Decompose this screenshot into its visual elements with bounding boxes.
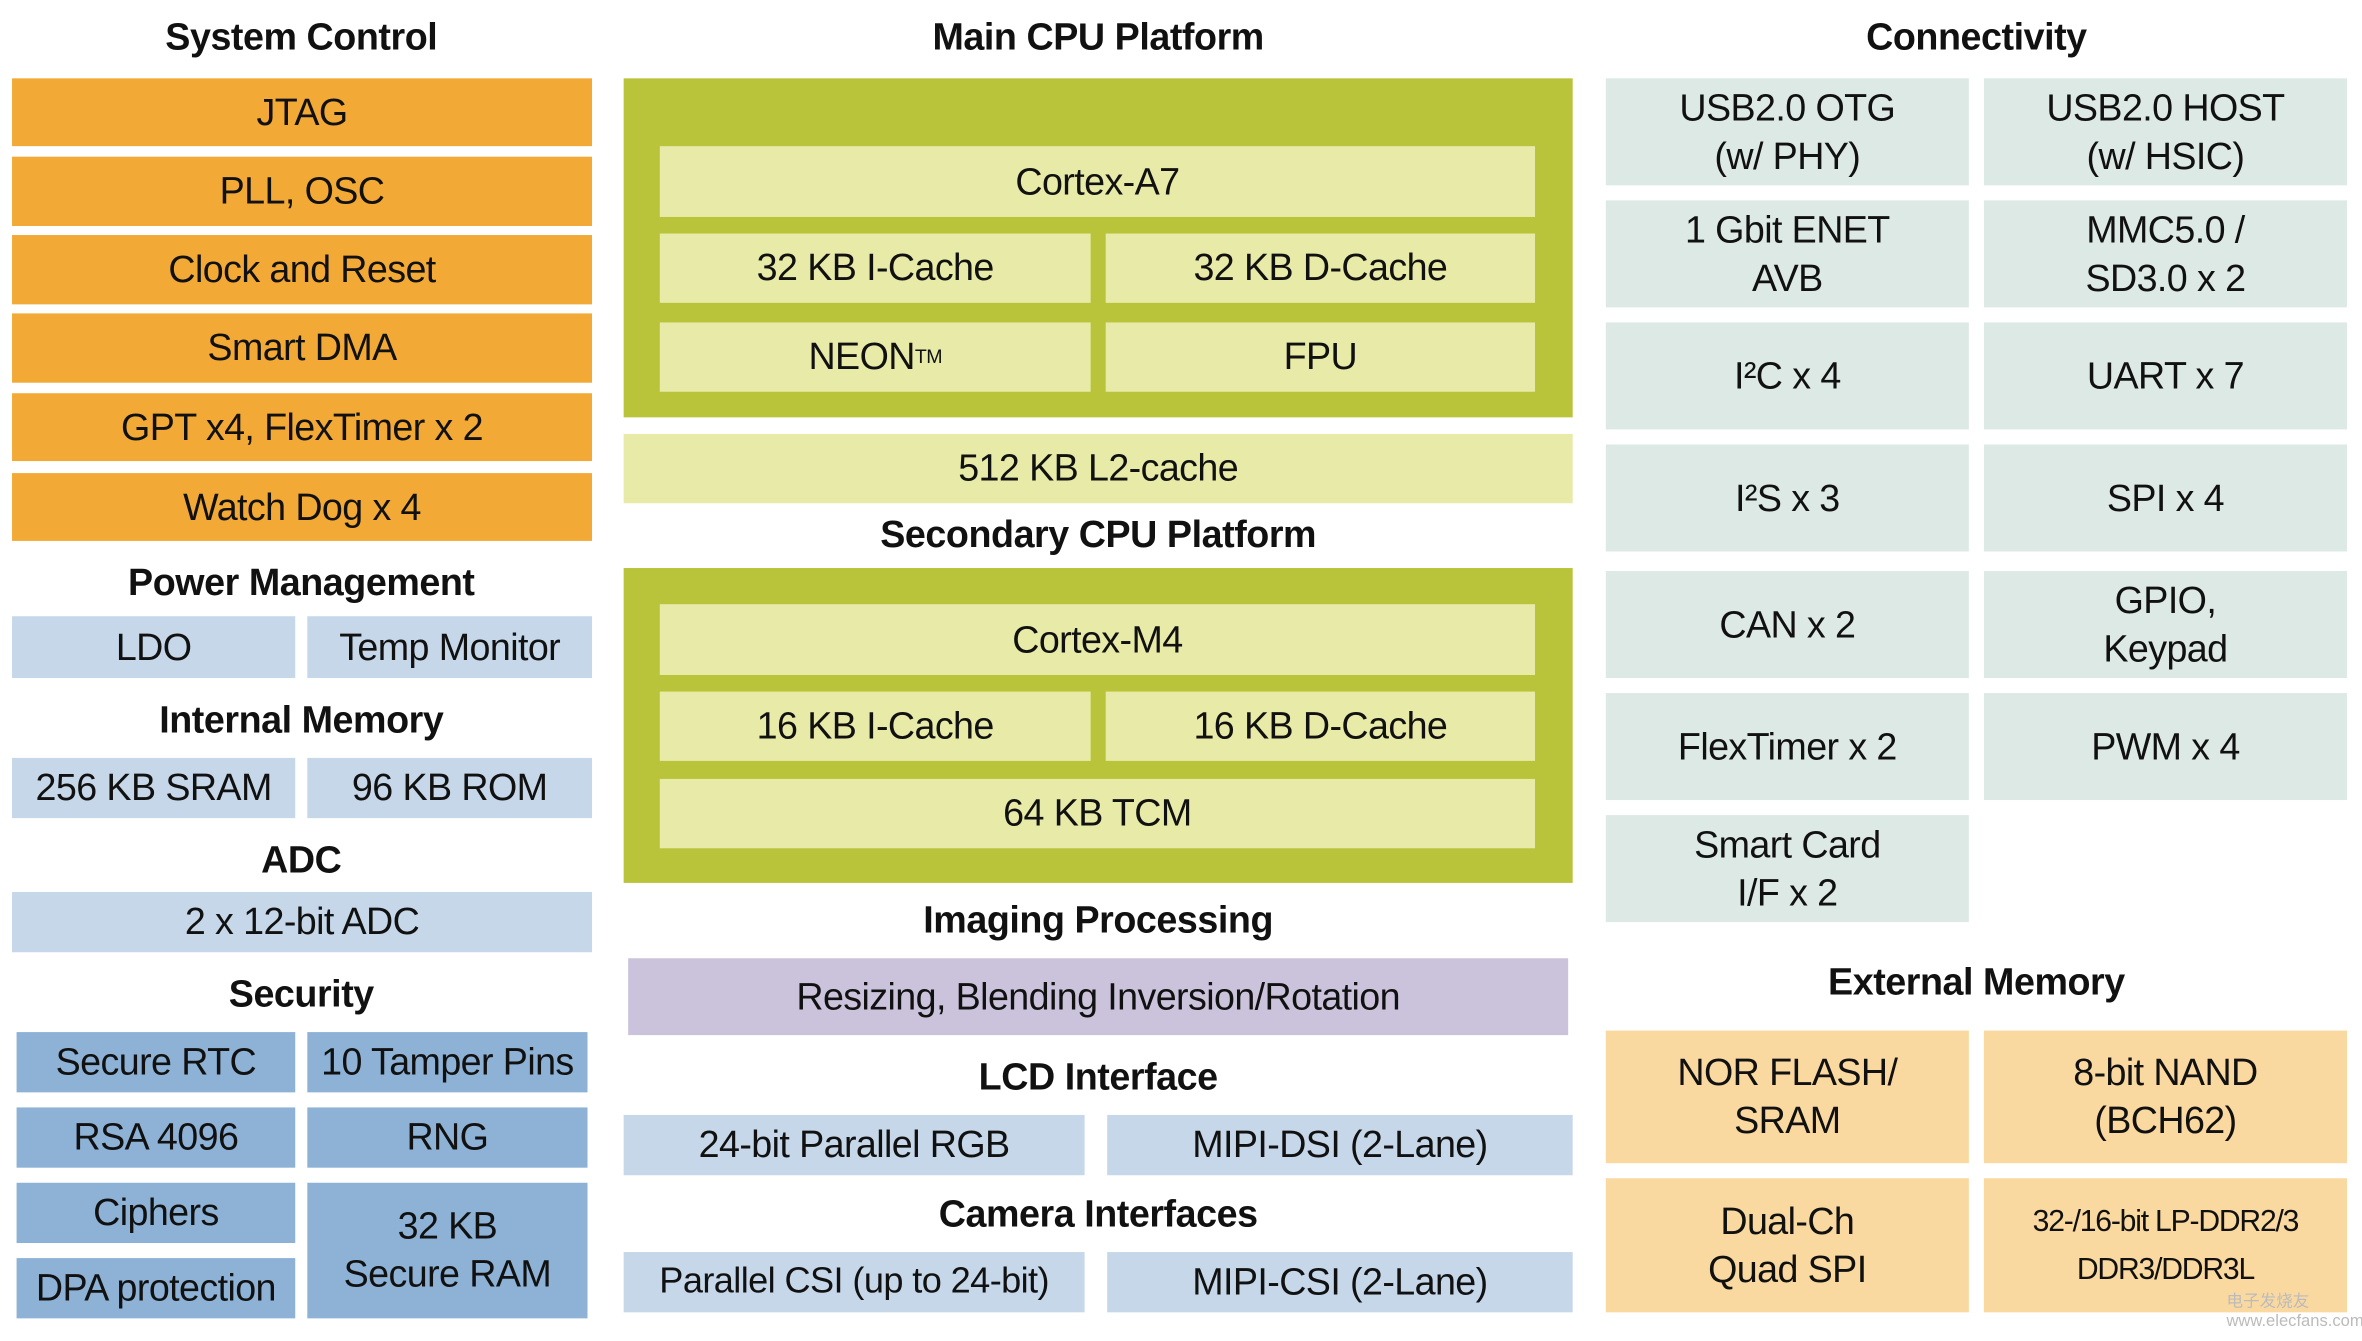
pll-osc-block: PLL, OSC bbox=[12, 156, 593, 227]
uart-block: UART x 7 bbox=[1983, 322, 2347, 430]
enet-block: 1 Gbit ENET AVB bbox=[1605, 200, 1969, 308]
secure-ram-block: 32 KB Secure RAM bbox=[307, 1182, 588, 1319]
watchdog-block: Watch Dog x 4 bbox=[12, 473, 593, 541]
fpu-block: FPU bbox=[1105, 322, 1536, 392]
ddr-block: 32-/16-bit LP-DDR2/3 DDR3/DDR3L bbox=[1983, 1178, 2347, 1313]
rsa-block: RSA 4096 bbox=[16, 1107, 296, 1168]
cortex-m4-block: Cortex-M4 bbox=[659, 604, 1536, 676]
secondary-cpu-title: Secondary CPU Platform bbox=[880, 513, 1317, 556]
ciphers-block: Ciphers bbox=[16, 1182, 296, 1244]
gpt-flextimer-block: GPT x4, FlexTimer x 2 bbox=[12, 393, 593, 462]
a7-dcache-block: 32 KB D-Cache bbox=[1105, 233, 1536, 303]
power-title: Power Management bbox=[128, 561, 475, 605]
cortex-a7-block: Cortex-A7 bbox=[659, 146, 1536, 217]
spi-block: SPI x 4 bbox=[1983, 444, 2347, 552]
mipi-dsi-block: MIPI-DSI (2-Lane) bbox=[1107, 1114, 1573, 1176]
secure-rtc-block: Secure RTC bbox=[16, 1032, 296, 1093]
connectivity-title: Connectivity bbox=[1866, 16, 2087, 59]
usb-otg-block: USB2.0 OTG (w/ PHY) bbox=[1605, 78, 1969, 186]
main-cpu-title: Main CPU Platform bbox=[932, 16, 1265, 59]
gpio-keypad-block: GPIO, Keypad bbox=[1983, 571, 2347, 679]
m4-dcache-block: 16 KB D-Cache bbox=[1105, 691, 1536, 761]
camera-title: Camera Interfaces bbox=[938, 1193, 1258, 1236]
temp-monitor-block: Temp Monitor bbox=[307, 616, 593, 679]
dpa-protection-block: DPA protection bbox=[16, 1258, 296, 1319]
parallel-csi-block: Parallel CSI (up to 24-bit) bbox=[623, 1252, 1085, 1313]
nand-block: 8-bit NAND (BCH62) bbox=[1983, 1030, 2347, 1164]
rom-block: 96 KB ROM bbox=[307, 757, 593, 819]
imaging-block: Resizing, Blending Inversion/Rotation bbox=[628, 958, 1569, 1036]
imaging-title: Imaging Processing bbox=[923, 899, 1274, 942]
pwm-block: PWM x 4 bbox=[1983, 693, 2347, 801]
external-memory-title: External Memory bbox=[1828, 961, 2125, 1004]
clock-reset-block: Clock and Reset bbox=[12, 235, 593, 305]
trademark-mark: TM bbox=[914, 345, 943, 368]
adc-block: 2 x 12-bit ADC bbox=[12, 891, 593, 953]
security-title: Security bbox=[228, 973, 374, 1016]
jtag-block: JTAG bbox=[12, 78, 593, 147]
rng-block: RNG bbox=[307, 1107, 588, 1168]
flextimer-block: FlexTimer x 2 bbox=[1605, 693, 1969, 801]
tamper-pins-block: 10 Tamper Pins bbox=[307, 1032, 588, 1093]
mipi-csi-block: MIPI-CSI (2-Lane) bbox=[1107, 1252, 1573, 1313]
tcm-block: 64 KB TCM bbox=[659, 778, 1536, 849]
quad-spi-block: Dual-Ch Quad SPI bbox=[1605, 1178, 1969, 1313]
sram-block: 256 KB SRAM bbox=[12, 757, 296, 819]
adc-title: ADC bbox=[261, 839, 342, 882]
smart-dma-block: Smart DMA bbox=[12, 313, 593, 383]
nor-flash-block: NOR FLASH/ SRAM bbox=[1605, 1030, 1969, 1164]
can-block: CAN x 2 bbox=[1605, 571, 1969, 679]
l2-cache-block: 512 KB L2-cache bbox=[623, 433, 1573, 504]
i2c-block: I²C x 4 bbox=[1605, 322, 1969, 430]
ldo-block: LDO bbox=[12, 616, 296, 679]
mmc-sd-block: MMC5.0 / SD3.0 x 2 bbox=[1983, 200, 2347, 308]
m4-icache-block: 16 KB I-Cache bbox=[659, 691, 1091, 761]
smart-card-block: Smart Card I/F x 2 bbox=[1605, 815, 1969, 923]
a7-icache-block: 32 KB I-Cache bbox=[659, 233, 1091, 303]
usb-host-block: USB2.0 HOST (w/ HSIC) bbox=[1983, 78, 2347, 186]
i2s-block: I²S x 3 bbox=[1605, 444, 1969, 552]
lcd-title: LCD Interface bbox=[978, 1056, 1218, 1099]
neon-label: NEON bbox=[808, 335, 915, 379]
parallel-rgb-block: 24-bit Parallel RGB bbox=[623, 1114, 1085, 1176]
watermark: 电子发烧友 www.elecfans.com bbox=[2226, 1292, 2362, 1331]
internal-memory-title: Internal Memory bbox=[159, 699, 444, 742]
system-control-title: System Control bbox=[165, 16, 438, 59]
